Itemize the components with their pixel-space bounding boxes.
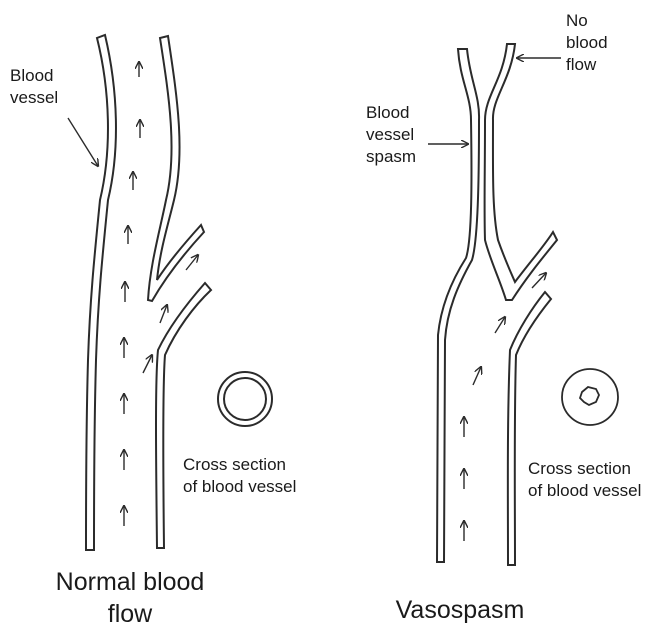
vasospasm-caption: Vasospasm [380, 594, 540, 626]
normal-vessel-left-wall [86, 35, 116, 550]
spasm-flow-arrow [495, 317, 505, 333]
vessel-label-text: Blood vessel [10, 65, 58, 109]
spasm-label: Blood vessel spasm [366, 102, 416, 168]
spasm-flow-arrow [473, 367, 481, 385]
normal-cross-section-label-text: Cross section of blood vessel [183, 454, 296, 498]
spasm-vessel-left-wall [437, 49, 479, 562]
spasm-vessel-right-wall [485, 44, 557, 300]
normal-flow-arrow [160, 305, 167, 323]
normal-flow-arrow [143, 355, 152, 373]
no-flow-label-text: No blood flow [566, 10, 608, 76]
normal-vessel-lower-right-wall [156, 283, 211, 548]
normal-cross-section [218, 372, 272, 426]
normal-flow-arrow [186, 255, 198, 270]
spasm-cross-section-label: Cross section of blood vessel [528, 458, 641, 502]
normal-cross-section-label: Cross section of blood vessel [183, 454, 296, 498]
normal-flow-caption-text: Normal blood flow [40, 566, 220, 630]
no-flow-label: No blood flow [566, 10, 608, 76]
spasm-cross-section-label-text: Cross section of blood vessel [528, 458, 641, 502]
spasm-label-text: Blood vessel spasm [366, 102, 416, 168]
vasospasm-caption-text: Vasospasm [380, 594, 540, 626]
vessel-label: Blood vessel [10, 65, 58, 109]
vessel-label-pointer [68, 118, 98, 166]
normal-flow-caption: Normal blood flow [40, 566, 220, 630]
spasm-vessel-lower-right-wall [508, 292, 551, 565]
normal-vessel-upper-right-wall [148, 36, 204, 301]
spasm-cross-section [562, 369, 618, 425]
spasm-flow-arrow [532, 273, 546, 288]
